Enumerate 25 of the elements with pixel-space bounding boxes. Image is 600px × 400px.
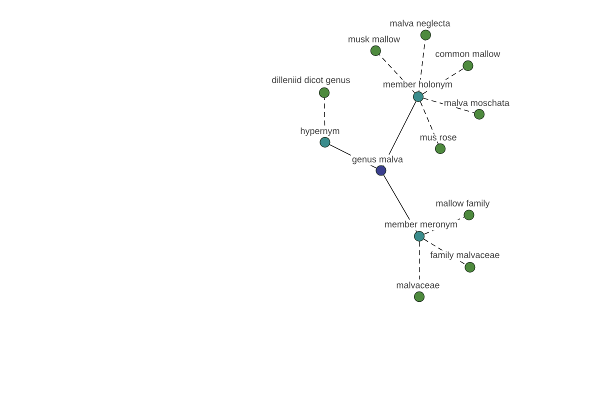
node-label: mus rose	[420, 136, 456, 140]
node-label: malvaceae	[396, 282, 440, 288]
node-label: malva neglecta	[390, 20, 450, 28]
node-label: genus malva	[352, 156, 403, 164]
connector	[423, 98, 475, 114]
connector	[420, 101, 439, 144]
node-label: family malvaceae	[430, 252, 500, 260]
node-label: member holonym	[384, 80, 452, 90]
connector	[378, 54, 416, 94]
connector	[324, 98, 326, 126]
connector	[423, 238, 466, 265]
connector	[424, 216, 464, 235]
node-label: malva moschata	[444, 99, 510, 106]
node-label: hypernym	[300, 128, 340, 136]
node-label: common mallow	[436, 50, 500, 58]
connector	[383, 174, 417, 232]
node-label: musk mallow	[348, 36, 400, 42]
connector	[329, 144, 377, 168]
connector	[422, 68, 464, 94]
connector	[418, 40, 426, 92]
node-label: mallow family	[436, 200, 490, 208]
node-label: dilleniid dicot genus	[272, 76, 350, 85]
node-label: member meronym	[385, 220, 457, 230]
connector	[418, 241, 420, 280]
connector	[383, 101, 416, 166]
